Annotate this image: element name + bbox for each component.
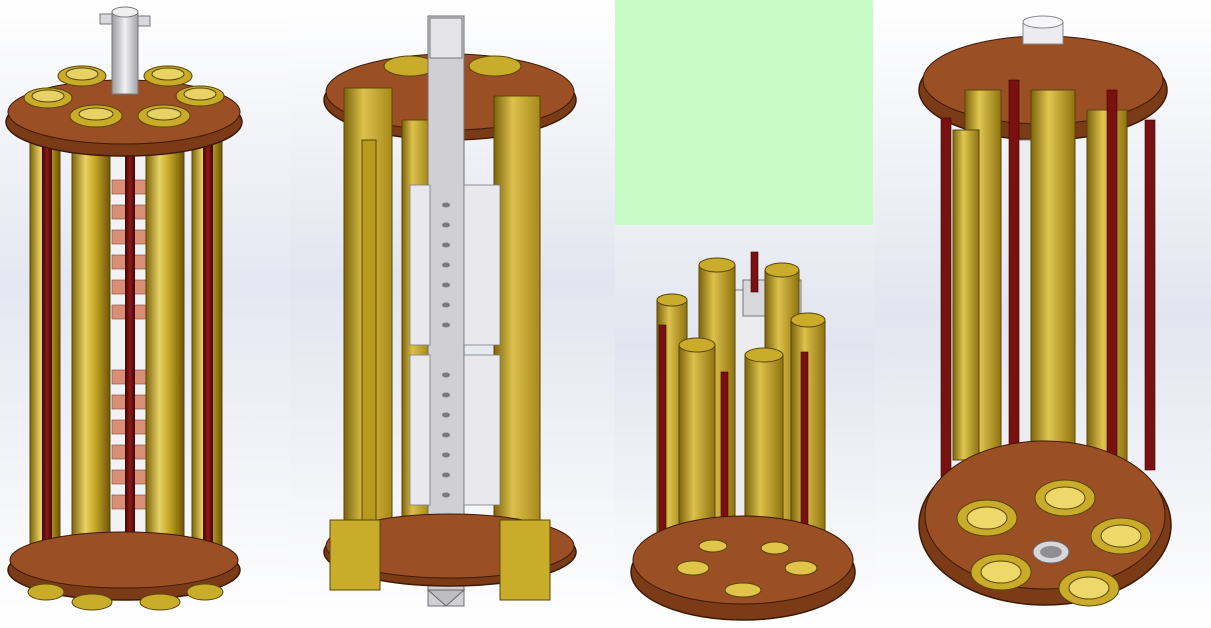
brass-tube (952, 129, 980, 461)
bottom-ports (956, 479, 1152, 607)
disk-stack-lower (409, 354, 501, 506)
spine-holes (442, 202, 450, 498)
bottom-ports (27, 583, 224, 611)
base-ports (676, 539, 818, 598)
panel-assembly-short (615, 0, 875, 628)
brass-tube (1030, 89, 1076, 461)
highlight-block (615, 0, 873, 225)
tie-rod (125, 125, 135, 590)
assembly-short-illustration (615, 0, 875, 628)
center-shaft (111, 11, 139, 95)
disk-stack-upper (409, 184, 501, 346)
brass-tube-cut (493, 95, 541, 567)
assembly-front-illustration (0, 0, 290, 628)
assembly-bottom-illustration (875, 0, 1211, 628)
assembly-cutaway-illustration (290, 0, 615, 628)
panel-assembly-bottom (875, 0, 1211, 628)
brass-tube (71, 149, 111, 581)
top-ports (23, 65, 225, 128)
panel-assembly-front (0, 0, 290, 628)
panel-assembly-cutaway (290, 0, 615, 628)
brass-tube (145, 149, 185, 581)
tie-rod (203, 120, 213, 590)
tie-rod (42, 120, 52, 590)
